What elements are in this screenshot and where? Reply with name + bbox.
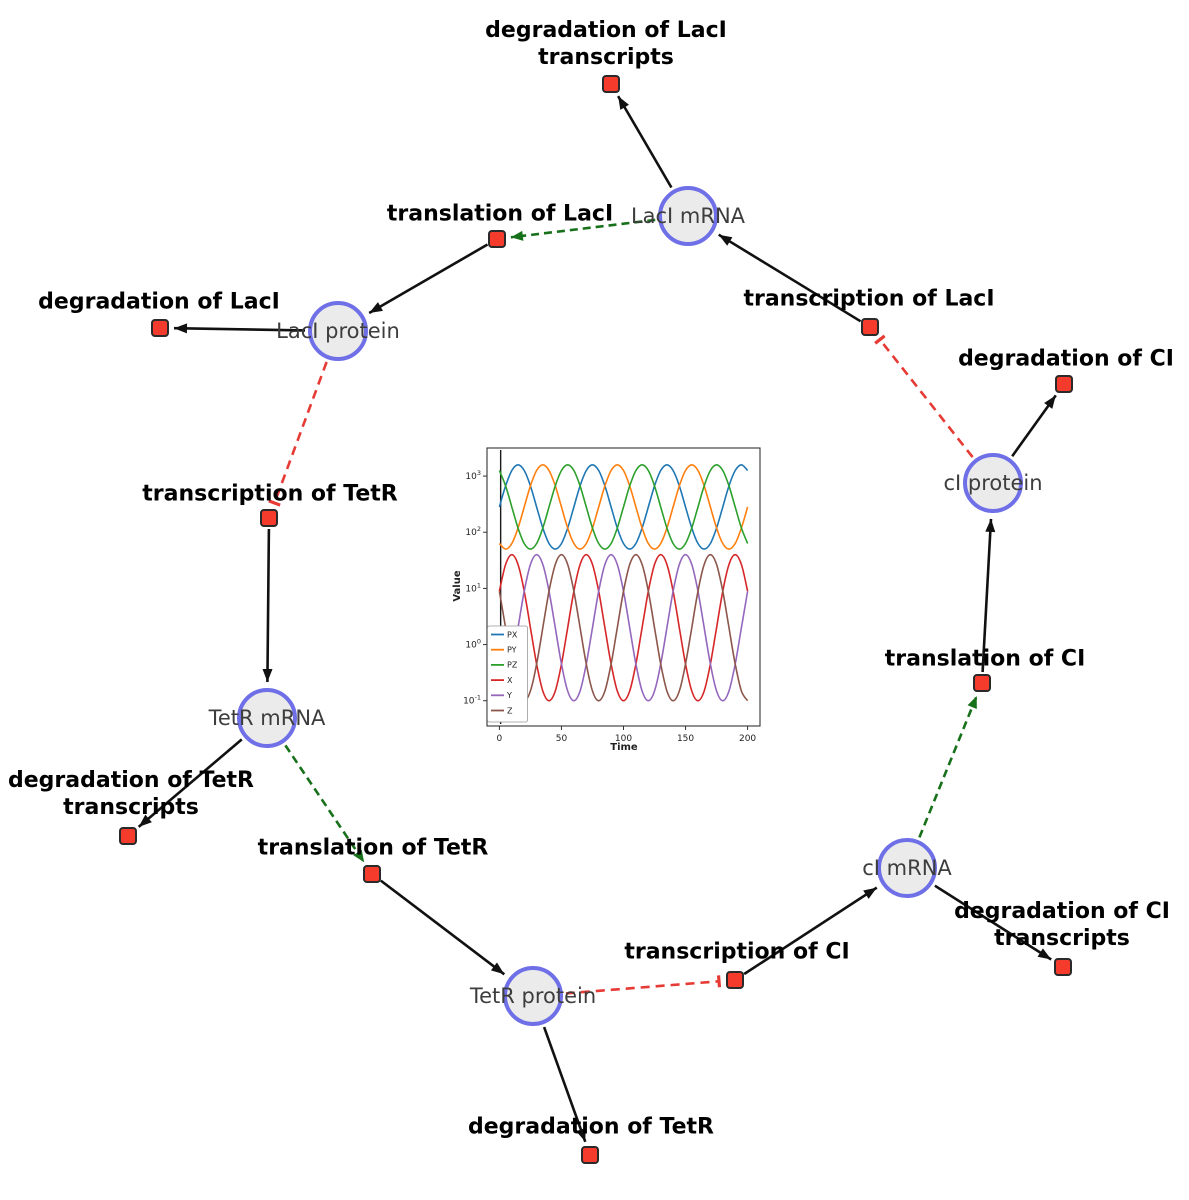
edge-transc_tetr-tetr_mrna <box>262 528 273 683</box>
legend-label-PX: PX <box>507 630 518 639</box>
reaction-node-deg_tetr[interactable] <box>581 1146 599 1164</box>
y-tick-label: 103 <box>465 469 481 482</box>
edge-laci_mrna-deg_laci_tx <box>616 95 673 189</box>
series-PZ <box>498 464 749 550</box>
reaction-node-deg_laci[interactable] <box>151 319 169 337</box>
series-PY <box>498 464 749 550</box>
edge-ci_mrna-deg_ci_tx <box>934 884 1052 961</box>
edge-transl_ci-ci_protein <box>981 518 996 673</box>
reaction-node-deg_laci_tx[interactable] <box>602 75 620 93</box>
y-tick-label: 100 <box>465 638 481 651</box>
edge-ci_protein-transc_laci <box>874 334 974 458</box>
legend-label-Y: Y <box>506 691 512 700</box>
edge-laci_mrna-transl_laci <box>510 218 656 241</box>
edge-tetr_mrna-transl_tetr <box>284 744 366 864</box>
edge-laci_protein-deg_laci <box>173 323 306 334</box>
species-node-tetr_protein[interactable] <box>503 966 563 1026</box>
edge-ci_mrna-transl_ci <box>918 695 978 838</box>
series-PX <box>498 464 749 550</box>
legend-label-Z: Z <box>507 706 513 715</box>
edge-tetr_protein-transc_ci <box>565 975 722 995</box>
species-node-laci_protein[interactable] <box>308 301 368 361</box>
species-node-tetr_mrna[interactable] <box>237 688 297 748</box>
reaction-node-deg_ci_tx[interactable] <box>1054 958 1072 976</box>
axes-box <box>486 447 761 727</box>
reaction-node-transl_laci[interactable] <box>488 230 506 248</box>
reaction-node-deg_tetr_tx[interactable] <box>119 827 137 845</box>
series-Y <box>498 553 749 702</box>
y-tick-label: 10-1 <box>463 694 481 707</box>
x-tick-label: 100 <box>615 734 632 744</box>
x-tick-label: 50 <box>556 734 568 744</box>
species-node-ci_mrna[interactable] <box>877 838 937 898</box>
series-X <box>498 553 749 702</box>
edge-transc_ci-ci_mrna <box>743 886 878 976</box>
x-axis-label: Time <box>610 742 638 753</box>
x-tick-label: 200 <box>739 734 756 744</box>
x-tick-label: 0 <box>497 734 503 744</box>
y-axis-label: Value <box>452 570 463 602</box>
legend-label-X: X <box>507 676 513 685</box>
reaction-node-transc_tetr[interactable] <box>260 509 278 527</box>
edge-transl_tetr-tetr_protein <box>380 879 506 976</box>
series-Z <box>498 553 749 702</box>
legend-label-PY: PY <box>507 646 517 655</box>
x-tick-label: 150 <box>677 734 694 744</box>
edge-transl_laci-laci_protein <box>368 243 489 315</box>
reaction-node-deg_ci[interactable] <box>1055 375 1073 393</box>
reaction-node-transc_ci[interactable] <box>726 971 744 989</box>
y-tick-label: 101 <box>465 581 481 594</box>
reaction-node-transl_ci[interactable] <box>973 674 991 692</box>
edge-ci_protein-deg_ci <box>1011 394 1057 457</box>
reaction-node-transl_tetr[interactable] <box>363 865 381 883</box>
y-tick-label: 102 <box>465 525 481 538</box>
reaction-node-transc_laci[interactable] <box>861 318 879 336</box>
species-node-ci_protein[interactable] <box>963 453 1023 513</box>
edge-tetr_protein-deg_tetr <box>542 1026 587 1143</box>
species-node-laci_mrna[interactable] <box>658 186 718 246</box>
legend-label-PZ: PZ <box>507 661 518 670</box>
edge-tetr_mrna-deg_tetr_tx <box>137 738 243 828</box>
edge-transc_laci-laci_mrna <box>718 233 862 323</box>
edge-laci_protein-transc_tetr <box>268 361 328 507</box>
